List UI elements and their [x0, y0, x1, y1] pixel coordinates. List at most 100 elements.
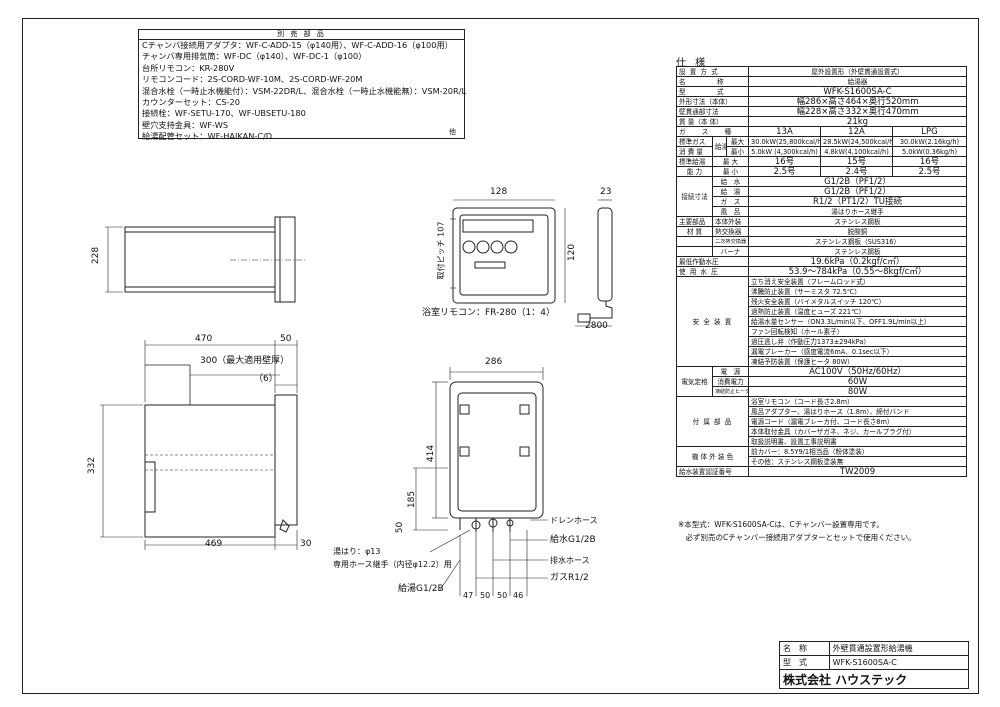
- spec-label: 壁貫通部寸法: [676, 106, 749, 117]
- spec-value: G1/2B（PF1/2）: [748, 176, 967, 187]
- spec-value: 28.5kW(24,500kcal/h): [820, 136, 893, 147]
- spec-value: R1/2（PT1/2）TU接続: [748, 196, 967, 207]
- dim-50: 50: [280, 334, 292, 344]
- accessories-etc: 他: [449, 128, 456, 136]
- spec-value: ステンレス鋼板: [748, 246, 967, 257]
- tb-model-value: WFK-S1600SA-C: [828, 655, 970, 670]
- spec-label: 標準給湯: [676, 156, 713, 167]
- pipe-dim: 50: [480, 591, 491, 600]
- spec-label: 最大: [726, 136, 749, 147]
- safety-item: 凍結予防装置（保護ヒータ 80W）: [748, 356, 967, 367]
- dim-2800: 2800: [585, 321, 608, 331]
- spec-value: 16号: [748, 156, 821, 167]
- spec-label: 名 称: [676, 76, 749, 87]
- dim-469: 469: [205, 539, 223, 549]
- tb-name-value: 外壁貫通設置形給湯機: [828, 641, 970, 656]
- safety-item: 給湯水量センサー（ON3.3L/min以下、OFF1.9L/min以上）: [748, 316, 967, 327]
- gas-type: LPG: [892, 126, 967, 137]
- spec-label: 消 費 量: [676, 146, 713, 157]
- accessory-item: 給湯配管セット：WF-HAIKAN-C/D: [142, 131, 273, 142]
- attach-item: 本体取付金具（カバーザガネ、ネジ、カールプラグ付）: [748, 426, 967, 437]
- accessory-item: 台所リモコン：KR-280V: [142, 62, 235, 73]
- spec-value: 53.9～784kPa（0.55～8kgf/c㎡）: [748, 266, 967, 277]
- spec-value: 21kg: [748, 116, 967, 127]
- spec-value: 5.0kW (4,300kcal/h): [748, 146, 821, 157]
- spec-label: 質 量（本 体）: [676, 116, 749, 127]
- attach-item: 電源コード（漏電ブレーカ付、コード長さ8m）: [748, 416, 967, 427]
- dim-30: 30: [300, 539, 312, 549]
- side-view: [105, 216, 305, 303]
- dim-128: 128: [490, 187, 508, 197]
- label-water-in: 給水G1/2B: [550, 535, 596, 545]
- accessory-item: 接続栓：WF-SETU-170、WF-UBSETU-180: [142, 108, 306, 119]
- safety-item: ファン回転検知（ホール素子）: [748, 326, 967, 337]
- dim-470: 470: [195, 334, 213, 344]
- spec-label: 標準ガス: [676, 136, 713, 147]
- spec-label: 型 式: [676, 86, 749, 97]
- spec-value: 30.0kW(25,800kcal/h): [748, 136, 821, 147]
- spec-label: 電 源: [712, 366, 749, 377]
- pipe-dim: 46: [513, 591, 524, 600]
- label-hot-water: 給湯G1/2B: [398, 584, 444, 594]
- spec-value: 湯はりホース継手: [748, 206, 967, 217]
- gas-type: 13A: [748, 126, 821, 137]
- spec-label: 最 小: [712, 166, 749, 177]
- spec-label: バーナ: [712, 246, 749, 257]
- spec-label: 主要部品: [676, 216, 713, 227]
- spec-value: 19.6kPa（0.2kgf/c㎡）: [748, 256, 967, 267]
- spec-title: 仕 様: [676, 58, 709, 69]
- dim-23: 23: [600, 187, 612, 197]
- spec-label: ガ ス 種: [676, 126, 749, 137]
- accessory-item: 混合水栓（一時止水機能付）：VSM-22DR/L、混合水栓（一時止水機能無）：V…: [142, 85, 467, 96]
- gas-type: 12A: [820, 126, 893, 137]
- spec-value: 5.0kW(0.36kg/h): [892, 146, 967, 157]
- spec-label: 設 置 方 式: [676, 66, 749, 77]
- spec-value: 屋外設置形（外壁貫通設置式）: [748, 66, 967, 77]
- spec-label: 最小: [726, 146, 749, 157]
- spec-value: G1/2B（PF1/2）: [748, 186, 967, 197]
- spec-value: TW2009: [748, 466, 967, 477]
- accessory-item: 壁穴支持金具：WF-WS: [142, 119, 229, 130]
- safety-item: 漏電ブレーカー（感度電流6mA、0.1sec以下）: [748, 346, 967, 357]
- spec-value: 80W: [748, 386, 967, 397]
- dim-228: 228: [91, 246, 102, 265]
- spec-value: 30.0kW(2.16kg/h): [892, 136, 967, 147]
- tb-model-label: 型 式: [779, 655, 830, 670]
- attach-item: 取扱説明書、設置工事説明書: [748, 436, 967, 447]
- label-yuhari: 湯はり：φ13: [333, 547, 381, 556]
- spec-label: 材 質: [676, 226, 713, 237]
- spec-label: 本体外装: [712, 216, 749, 227]
- spec-label: 凍結防止ヒータ: [712, 386, 749, 397]
- spec-notes: ※本型式：WFK-S1600SA-Cは、Cチャンバー設置専用です。 必ず別売のC…: [678, 518, 916, 544]
- spec-label: 安 全 装 置: [676, 276, 749, 367]
- spec-value: AC100V（50Hz/60Hz）: [748, 366, 967, 377]
- spec-value: 幅286×高さ464×奥行520mm: [748, 96, 967, 107]
- spec-label: 使 用 水 圧: [676, 266, 749, 277]
- safety-item: 過圧逃し弁（作動圧力1373±294kPa）: [748, 336, 967, 347]
- spec-value: 2.4号: [820, 166, 893, 177]
- spec-label: 外形寸法（本体）: [676, 96, 749, 107]
- spec-label: 最低作動水圧: [676, 256, 749, 267]
- spec-label: 給 湯: [712, 186, 749, 197]
- note-line: ※本型式：WFK-S1600SA-Cは、Cチャンバー設置専用です。: [678, 520, 884, 529]
- dim-185: 185: [407, 490, 418, 509]
- dim-300: 300（最大適用壁厚）: [200, 356, 290, 366]
- spec-label: ガ ス: [712, 196, 749, 207]
- spec-label: 給水装置認証番号: [676, 466, 749, 477]
- top-view: [100, 340, 298, 550]
- attach-item: 浴室リモコン（コード長さ2.8m）: [748, 396, 967, 407]
- spec-value: ステンレス鋼板（SUS316）: [748, 236, 967, 247]
- spec-value: 脱酸銅: [748, 226, 967, 237]
- pipe-dim: 50: [497, 591, 508, 600]
- dim-332: 332: [87, 456, 98, 475]
- spec-value: 給湯器: [748, 76, 967, 87]
- safety-item: 残火安全装置（バイメタルスイッチ 120℃）: [748, 296, 967, 307]
- color-item: 前カバー：8.5Y9/1相当品（粉体塗装）: [748, 446, 967, 457]
- spec-value: 幅228×高さ332×奥行470mm: [748, 106, 967, 117]
- spec-label: 最 大: [712, 156, 749, 167]
- accessory-item: チャンバ専用排気筒：WF-DC（φ140）、WF-DC-1（φ100）: [142, 51, 367, 62]
- remote-label: 浴室リモコン：FR-280（1：4）: [422, 308, 555, 318]
- spec-label: 機 体 外 装 色: [676, 446, 749, 467]
